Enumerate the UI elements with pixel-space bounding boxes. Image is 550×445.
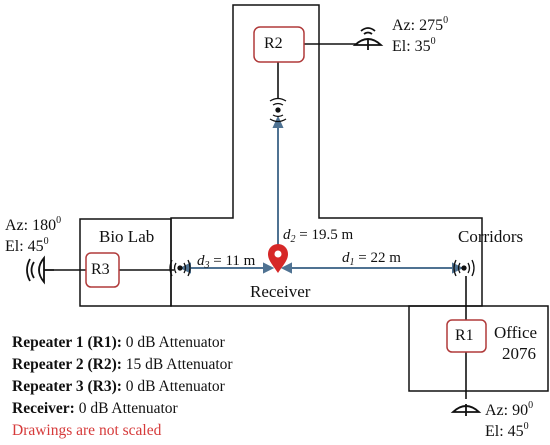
d1-arrowhead-right (452, 262, 464, 274)
walls (79, 4, 549, 392)
r2-elevation: El: 350 (392, 37, 436, 55)
r3-azimuth-text: Az: 180 (5, 217, 57, 234)
r3-azimuth: Az: 1800 (5, 216, 61, 234)
d3-distance-label: d3 = 11 m (197, 254, 255, 271)
r1-elevation: El: 450 (485, 422, 529, 440)
legend-value: 15 dB Attenuator (125, 356, 233, 373)
legend-item: Repeater 2 (R2): 15 dB Attenuator (12, 356, 233, 374)
d1-distance-label: d1 = 22 m (342, 251, 401, 268)
location-pin-icon (268, 244, 288, 273)
r3-elevation-text: El: 45 (5, 238, 44, 255)
r2-azimuth-text: Az: 275 (392, 17, 444, 34)
d1-arrowhead-left (280, 262, 292, 274)
legend-item: Repeater 1 (R1): 0 dB Attenuator (12, 334, 225, 352)
legend-key: Receiver: (12, 400, 75, 417)
d2-distance-label: d2 = 19.5 m (283, 228, 353, 245)
signal-waves-icon (269, 97, 287, 123)
dish-antenna-icon (352, 27, 384, 50)
degree-mark: 0 (56, 215, 62, 226)
d2-value: = 19.5 m (299, 227, 354, 243)
bio-lab-label: Bio Lab (99, 227, 155, 246)
signal-waves-icon (169, 259, 191, 277)
scale-note: Drawings are not scaled (12, 422, 162, 439)
r1-azimuth-text: Az: 90 (485, 402, 529, 419)
d1-value: = 22 m (358, 250, 401, 266)
legend-item: Receiver: 0 dB Attenuator (12, 400, 178, 418)
degree-mark: 0 (430, 36, 436, 47)
cables (54, 43, 467, 399)
d1-var: d (342, 250, 350, 266)
d3-value: = 11 m (213, 253, 256, 269)
legend-key: Repeater 2 (R2): (12, 356, 122, 373)
r3-label: R3 (91, 261, 110, 278)
r1-azimuth: Az: 900 (485, 401, 533, 419)
degree-mark: 0 (43, 236, 49, 247)
links (179, 115, 464, 274)
signal-waves-icon (453, 259, 475, 277)
corridors-label: Corridors (458, 227, 524, 246)
d1-sub: 1 (349, 257, 355, 268)
r2-elevation-text: El: 35 (392, 38, 431, 55)
r3-elevation: El: 450 (5, 237, 49, 255)
r3-box (85, 252, 120, 288)
receiver-label: Receiver (250, 282, 311, 301)
dish-antenna-icon (450, 404, 482, 416)
r2-label: R2 (264, 35, 283, 52)
legend-value: 0 dB Attenuator (125, 334, 225, 351)
degree-mark: 0 (443, 15, 449, 26)
d2-arrowhead-top (272, 115, 284, 128)
dish-antenna-icon (26, 255, 54, 285)
d3-arrowhead-right (263, 262, 275, 274)
degree-mark: 0 (528, 400, 534, 411)
d2-sub: 2 (290, 234, 296, 245)
office-number-label: 2076 (502, 344, 536, 363)
d3-sub: 3 (204, 260, 210, 271)
r1-label: R1 (455, 327, 474, 344)
legend-value: 0 dB Attenuator (125, 378, 225, 395)
office-label: Office (494, 323, 538, 342)
d2-var: d (283, 227, 291, 243)
legend-key: Repeater 1 (R1): (12, 334, 122, 351)
office-room (408, 305, 549, 392)
r1-box (446, 319, 487, 353)
r1-elevation-text: El: 45 (485, 423, 524, 440)
degree-mark: 0 (523, 421, 529, 432)
r2-box (253, 26, 305, 63)
legend-item: Repeater 3 (R3): 0 dB Attenuator (12, 378, 225, 396)
r2-azimuth: Az: 2750 (392, 16, 448, 34)
legend-value: 0 dB Attenuator (78, 400, 178, 417)
d3-var: d (197, 253, 205, 269)
repeater-boxes (85, 26, 487, 353)
legend-key: Repeater 3 (R3): (12, 378, 122, 395)
